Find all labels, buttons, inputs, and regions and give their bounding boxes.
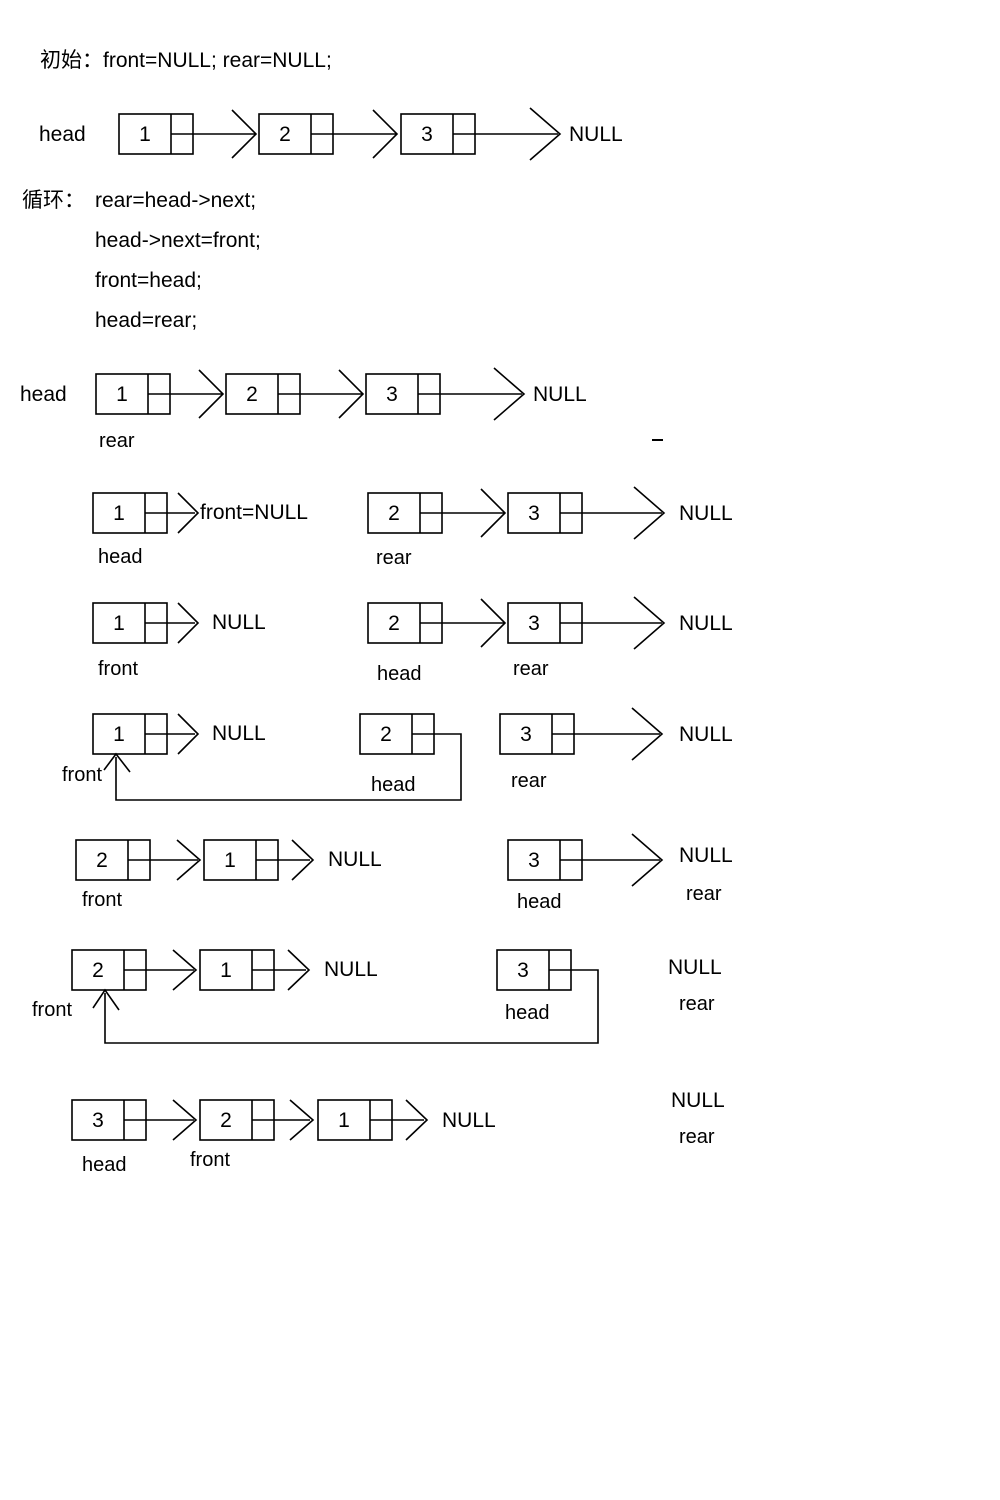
- loop-code-line-4: head=rear;: [95, 309, 198, 332]
- row4-left-null-label: NULL: [212, 611, 266, 634]
- row1-null-label: NULL: [569, 123, 623, 146]
- row8-node-2-value: 2: [220, 1109, 232, 1132]
- row1-head-label: head: [39, 123, 86, 146]
- row8-null-label: NULL: [442, 1109, 496, 1132]
- row2-node-2-value: 2: [246, 383, 258, 406]
- row8-far-rear-label: rear: [679, 1126, 715, 1148]
- row8-front-label: front: [190, 1149, 231, 1171]
- row4-right-node-3-value: 3: [528, 612, 540, 635]
- row6-right-node-3-value: 3: [528, 849, 540, 872]
- row7-front-label: front: [32, 999, 73, 1021]
- loop-label: 循环：: [22, 189, 85, 212]
- row2-rear-label: rear: [99, 430, 135, 452]
- row1-node-2-value: 2: [279, 123, 291, 146]
- row4-right-node-2-value: 2: [388, 612, 400, 635]
- row2-head-label: head: [20, 383, 67, 406]
- row6-head-label: head: [517, 891, 562, 913]
- row8-node-3-value: 3: [92, 1109, 104, 1132]
- row6-left-node-2-value: 2: [96, 849, 108, 872]
- row1-node-3-value: 3: [421, 123, 433, 146]
- row2-node-1-value: 1: [116, 383, 128, 406]
- row3-left-node-1-value: 1: [113, 502, 125, 525]
- row5-node-1-value: 1: [113, 723, 125, 746]
- row7-left-node-1-value: 1: [220, 959, 232, 982]
- row2-node-3-value: 3: [386, 383, 398, 406]
- row6-null-label: NULL: [679, 844, 733, 867]
- row3-null-label: NULL: [679, 502, 733, 525]
- row6-left-null-label: NULL: [328, 848, 382, 871]
- row7-left-null-label: NULL: [324, 958, 378, 981]
- row3-right-node-3-value: 3: [528, 502, 540, 525]
- row5-node-2-value: 2: [380, 723, 392, 746]
- row4-front-label: front: [98, 658, 139, 680]
- row4-null-label: NULL: [679, 612, 733, 635]
- row3-front-equals-null-label: front=NULL: [200, 501, 308, 524]
- row5-node-3-value: 3: [520, 723, 532, 746]
- row8-node-1-value: 1: [338, 1109, 350, 1132]
- row8-far-null-label: NULL: [671, 1089, 725, 1112]
- initial-statement: 初始：front=NULL; rear=NULL;: [40, 49, 332, 72]
- row4-head-label: head: [377, 663, 422, 685]
- row6-rear-label: rear: [686, 883, 722, 905]
- row6-left-node-1-value: 1: [224, 849, 236, 872]
- loop-code-line-1: rear=head->next;: [95, 189, 257, 212]
- row5-front-label: front: [62, 764, 103, 786]
- row7-head-label: head: [505, 1002, 550, 1024]
- row5-head-label: head: [371, 774, 416, 796]
- row1-node-1-value: 1: [139, 123, 151, 146]
- row7-far-rear-label: rear: [679, 993, 715, 1015]
- loop-code-line-2: head->next=front;: [95, 229, 261, 252]
- row5-null-label-right: NULL: [679, 723, 733, 746]
- row7-left-node-2-value: 2: [92, 959, 104, 982]
- row3-rear-label: rear: [376, 547, 412, 569]
- row3-head-label: head: [98, 546, 143, 568]
- row3-right-node-2-value: 2: [388, 502, 400, 525]
- row5-rear-label: rear: [511, 770, 547, 792]
- row7-right-node-3-value: 3: [517, 959, 529, 982]
- row7-far-null-label: NULL: [668, 956, 722, 979]
- row4-left-node-1-value: 1: [113, 612, 125, 635]
- row4-rear-label: rear: [513, 658, 549, 680]
- row5-null-label-left: NULL: [212, 722, 266, 745]
- row8-head-label: head: [82, 1154, 127, 1176]
- loop-code-line-3: front=head;: [95, 269, 202, 292]
- row6-front-label: front: [82, 889, 123, 911]
- row2-null-label: NULL: [533, 383, 587, 406]
